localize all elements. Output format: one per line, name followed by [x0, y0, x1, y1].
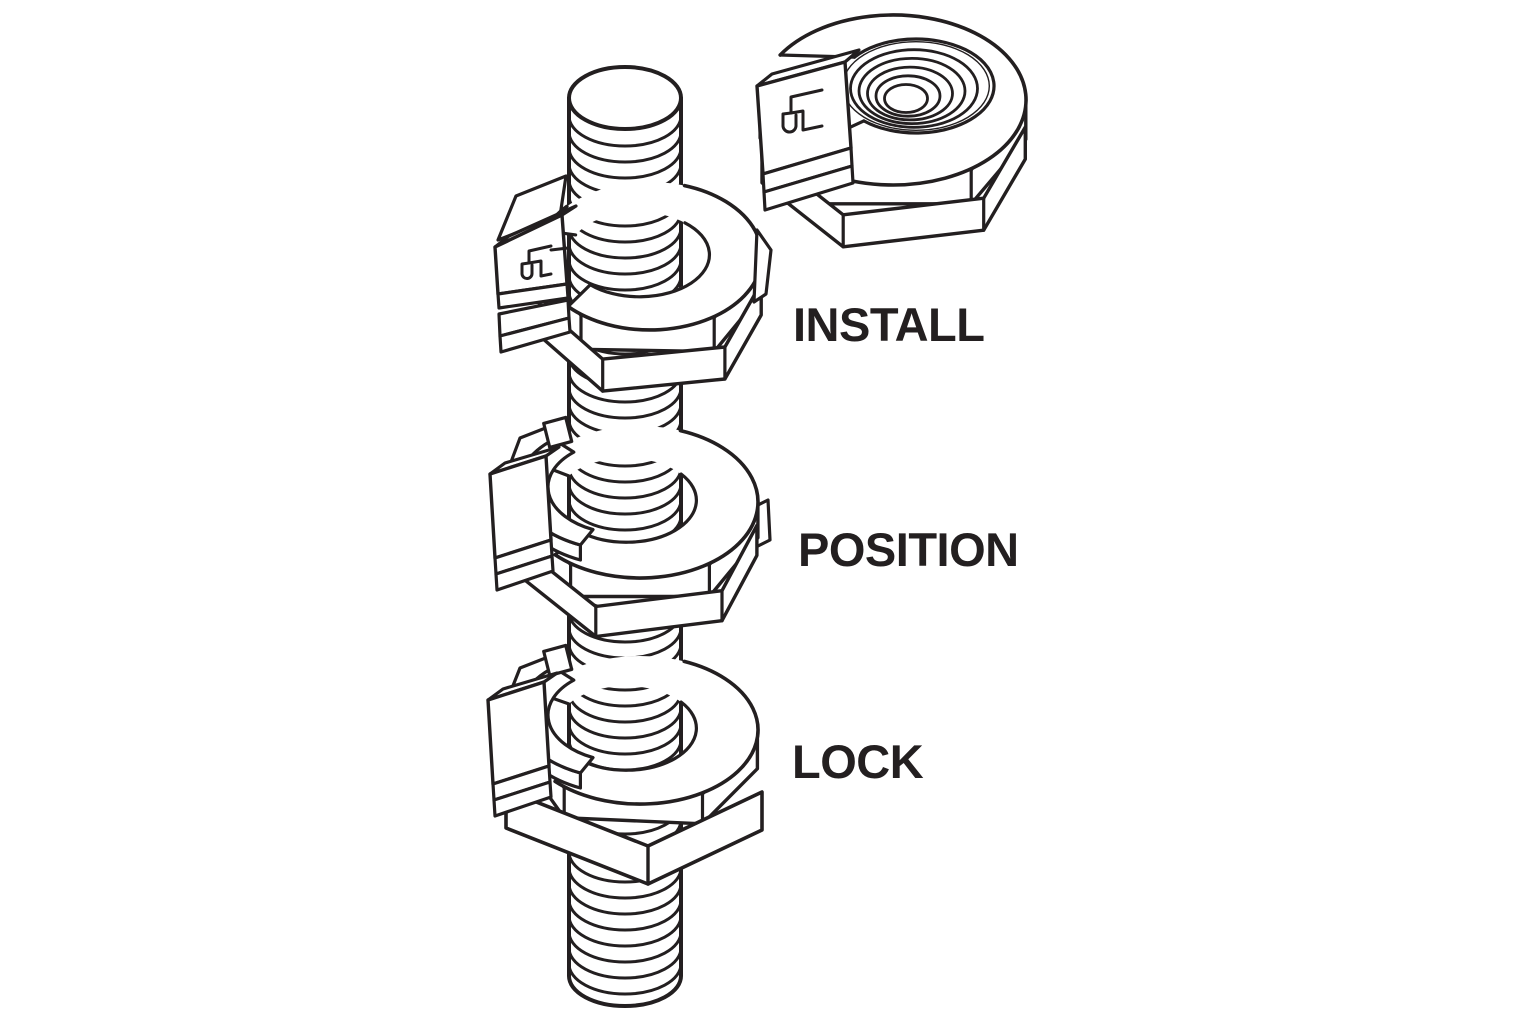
step-label-install: INSTALL: [793, 298, 984, 351]
step-label-position: POSITION: [798, 523, 1019, 576]
step-label-lock: LOCK: [792, 735, 924, 788]
locknut-lock-step: [486, 643, 764, 886]
locknut-detached: [755, 13, 1028, 249]
locknut-install-step: [493, 174, 773, 393]
locknut-position-step: [488, 415, 772, 639]
